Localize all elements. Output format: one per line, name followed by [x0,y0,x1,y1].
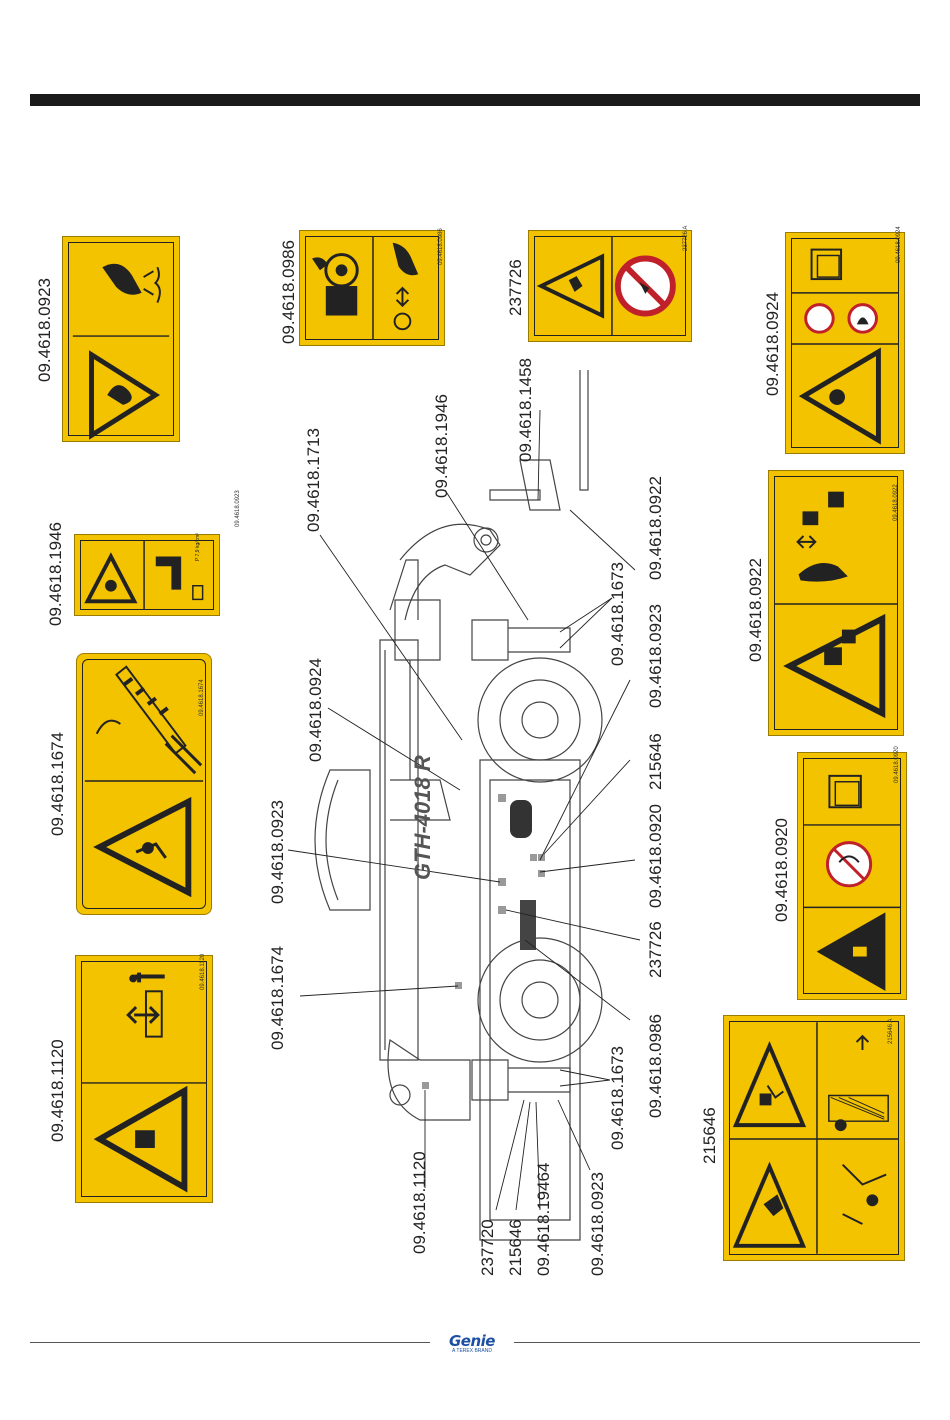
callout-label: 09.4618.0986 [646,1014,665,1118]
callout-label: 09.4618.1674 [268,946,287,1050]
decal-label: 09.4618.1120 [48,1039,67,1142]
callout-label: 237720 [478,1219,497,1276]
decal-label: 09.4618.0986 [279,240,298,344]
decal-explosion-hazard: 09.4618.0924 [785,226,905,454]
callout-label: 09.4618.0924 [306,658,325,762]
callout-label: 09.4618.19464 [534,1162,553,1276]
decal-label: 09.4618.0920 [772,818,791,922]
decal-burn-hazard: 09.4618.0923 [62,236,241,527]
decal-entanglement: 09.4618.0986 [299,228,445,346]
machine-model-label: GTH-4018 R [410,755,435,880]
decal-label: 09.4618.1946 [46,522,65,626]
footer-rule-left [30,1342,430,1343]
callout-label: 09.4618.0922 [646,476,665,580]
decal-pressure: P 7,9 kg/cm² [74,533,220,616]
callout-label: 09.4618.1673 [608,1046,627,1150]
header-rule [30,94,920,106]
decal-tip-over-hazard: 215646 A [723,1015,905,1261]
machine-diagram [287,370,641,1241]
decal-code: 09.4618.0924 [896,226,902,263]
decal-label: 09.4618.1674 [48,732,67,836]
decal-code: 09.4618.0920 [894,746,900,783]
callout-label: 237726 [646,921,665,978]
callout-label: 215646 [506,1219,525,1276]
decal-code: 09.4618.0922 [893,484,899,521]
callout-label: 09.4618.0920 [646,804,665,908]
genie-logo: Genie A TEREX BRAND [449,1332,495,1354]
callout-label: 09.4618.1458 [516,358,535,462]
decal-stay-clear: 09.4618.1120 [75,953,213,1203]
callout-label: 09.4618.0923 [646,604,665,708]
callout-label: 09.4618.1946 [432,394,451,498]
callout-label: 09.4618.1713 [304,428,323,532]
callout-label: 09.4618.0923 [268,800,287,904]
decal-code: 215646 A [888,1018,894,1044]
pressure-text: P 7,9 kg/cm² [195,533,201,561]
decal-label: 09.4618.0922 [746,558,765,662]
decal-label: 215646 [700,1107,719,1164]
callout-label: 09.4618.1673 [608,562,627,666]
decal-read-manual: 09.4618.0920 [797,746,907,1000]
callout-label: 215646 [646,733,665,790]
decal-crush-hazard: 09.4618.1674 [76,653,212,915]
decal-label: 09.4618.0923 [35,278,54,382]
decal-falling-load: 09.4618.0922 [768,470,904,736]
decal-code: 09.4618.1120 [200,953,206,990]
decal-code: 09.4618.0986 [438,228,444,265]
decal-code: 237726 A [683,225,689,251]
decal-label: 09.4618.0924 [763,292,782,396]
callout-label: 09.4618.1120 [410,1151,429,1254]
callout-label: 09.4618.0923 [588,1172,607,1276]
decal-no-entry: 237726 A [528,226,692,342]
decal-code: 09.4618.1674 [199,679,205,716]
footer-rule-right [514,1342,920,1343]
decal-label: 237726 [506,259,525,316]
